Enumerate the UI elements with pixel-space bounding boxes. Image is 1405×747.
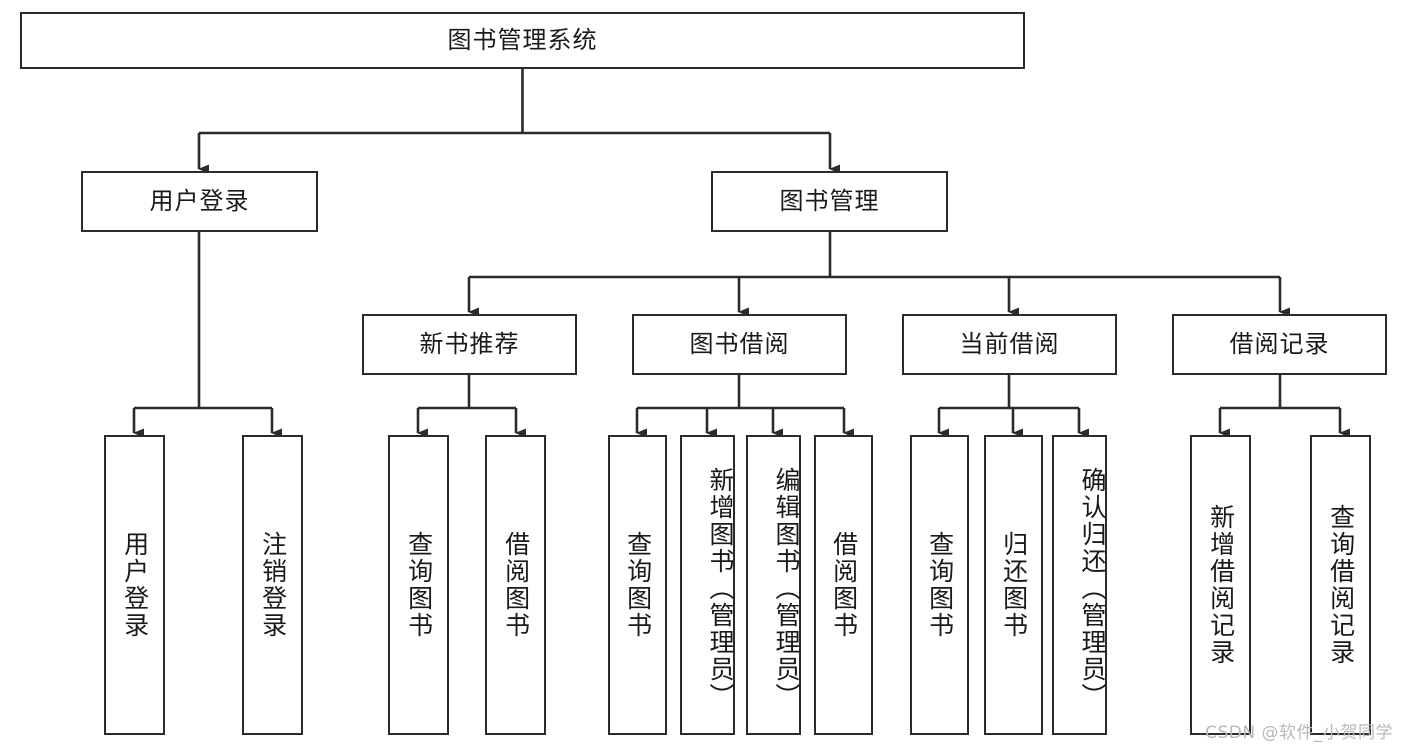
node-leaf-edit-book[interactable]: 编辑图书（管理员） bbox=[746, 435, 801, 735]
node-leaf-user-login[interactable]: 用户登录 bbox=[104, 435, 165, 735]
node-label: 注销登录 bbox=[258, 531, 288, 639]
node-label: 图书借阅 bbox=[689, 330, 790, 359]
node-label: 确认归还（管理员） bbox=[1078, 466, 1107, 710]
node-leaf-add-book[interactable]: 新增图书（管理员） bbox=[680, 435, 735, 735]
node-label: 新增图书（管理员） bbox=[706, 466, 735, 710]
node-book-manage[interactable]: 图书管理 bbox=[711, 171, 948, 232]
node-leaf-confirm-return[interactable]: 确认归还（管理员） bbox=[1052, 435, 1107, 735]
node-leaf-borrow-book-rec[interactable]: 借阅图书 bbox=[485, 435, 546, 735]
node-new-book-rec[interactable]: 新书推荐 bbox=[362, 314, 577, 375]
node-borrow-record[interactable]: 借阅记录 bbox=[1172, 314, 1387, 375]
node-label: 图书管理 bbox=[779, 187, 880, 216]
node-leaf-query-book-cur[interactable]: 查询图书 bbox=[910, 435, 969, 735]
node-label: 图书管理系统 bbox=[447, 26, 598, 55]
node-label: 归还图书 bbox=[999, 531, 1029, 639]
node-leaf-user-logout[interactable]: 注销登录 bbox=[242, 435, 303, 735]
node-label: 新增借阅记录 bbox=[1206, 504, 1236, 666]
node-label: 用户登录 bbox=[149, 187, 250, 216]
node-label: 借阅记录 bbox=[1229, 330, 1330, 359]
node-label: 查询图书 bbox=[925, 531, 955, 639]
node-leaf-return-book[interactable]: 归还图书 bbox=[984, 435, 1043, 735]
node-user-login[interactable]: 用户登录 bbox=[81, 171, 318, 232]
node-leaf-query-book[interactable]: 查询图书 bbox=[608, 435, 667, 735]
node-label: 查询图书 bbox=[404, 531, 434, 639]
node-label: 借阅图书 bbox=[501, 531, 531, 639]
node-label: 借阅图书 bbox=[829, 531, 859, 639]
node-label: 新书推荐 bbox=[419, 330, 520, 359]
node-root[interactable]: 图书管理系统 bbox=[20, 12, 1025, 69]
node-leaf-add-borrow-record[interactable]: 新增借阅记录 bbox=[1190, 435, 1251, 735]
node-current-borrow[interactable]: 当前借阅 bbox=[902, 314, 1117, 375]
node-label: 当前借阅 bbox=[959, 330, 1060, 359]
node-leaf-query-book-rec[interactable]: 查询图书 bbox=[388, 435, 449, 735]
node-label: 查询借阅记录 bbox=[1326, 504, 1356, 666]
watermark-text: CSDN @软件_小贺同学 bbox=[1205, 723, 1393, 743]
node-label: 编辑图书（管理员） bbox=[772, 466, 801, 710]
node-leaf-query-borrow-rec[interactable]: 查询借阅记录 bbox=[1310, 435, 1371, 735]
node-label: 用户登录 bbox=[120, 531, 150, 639]
node-label: 查询图书 bbox=[623, 531, 653, 639]
node-book-borrow[interactable]: 图书借阅 bbox=[632, 314, 847, 375]
node-leaf-borrow-book[interactable]: 借阅图书 bbox=[814, 435, 873, 735]
